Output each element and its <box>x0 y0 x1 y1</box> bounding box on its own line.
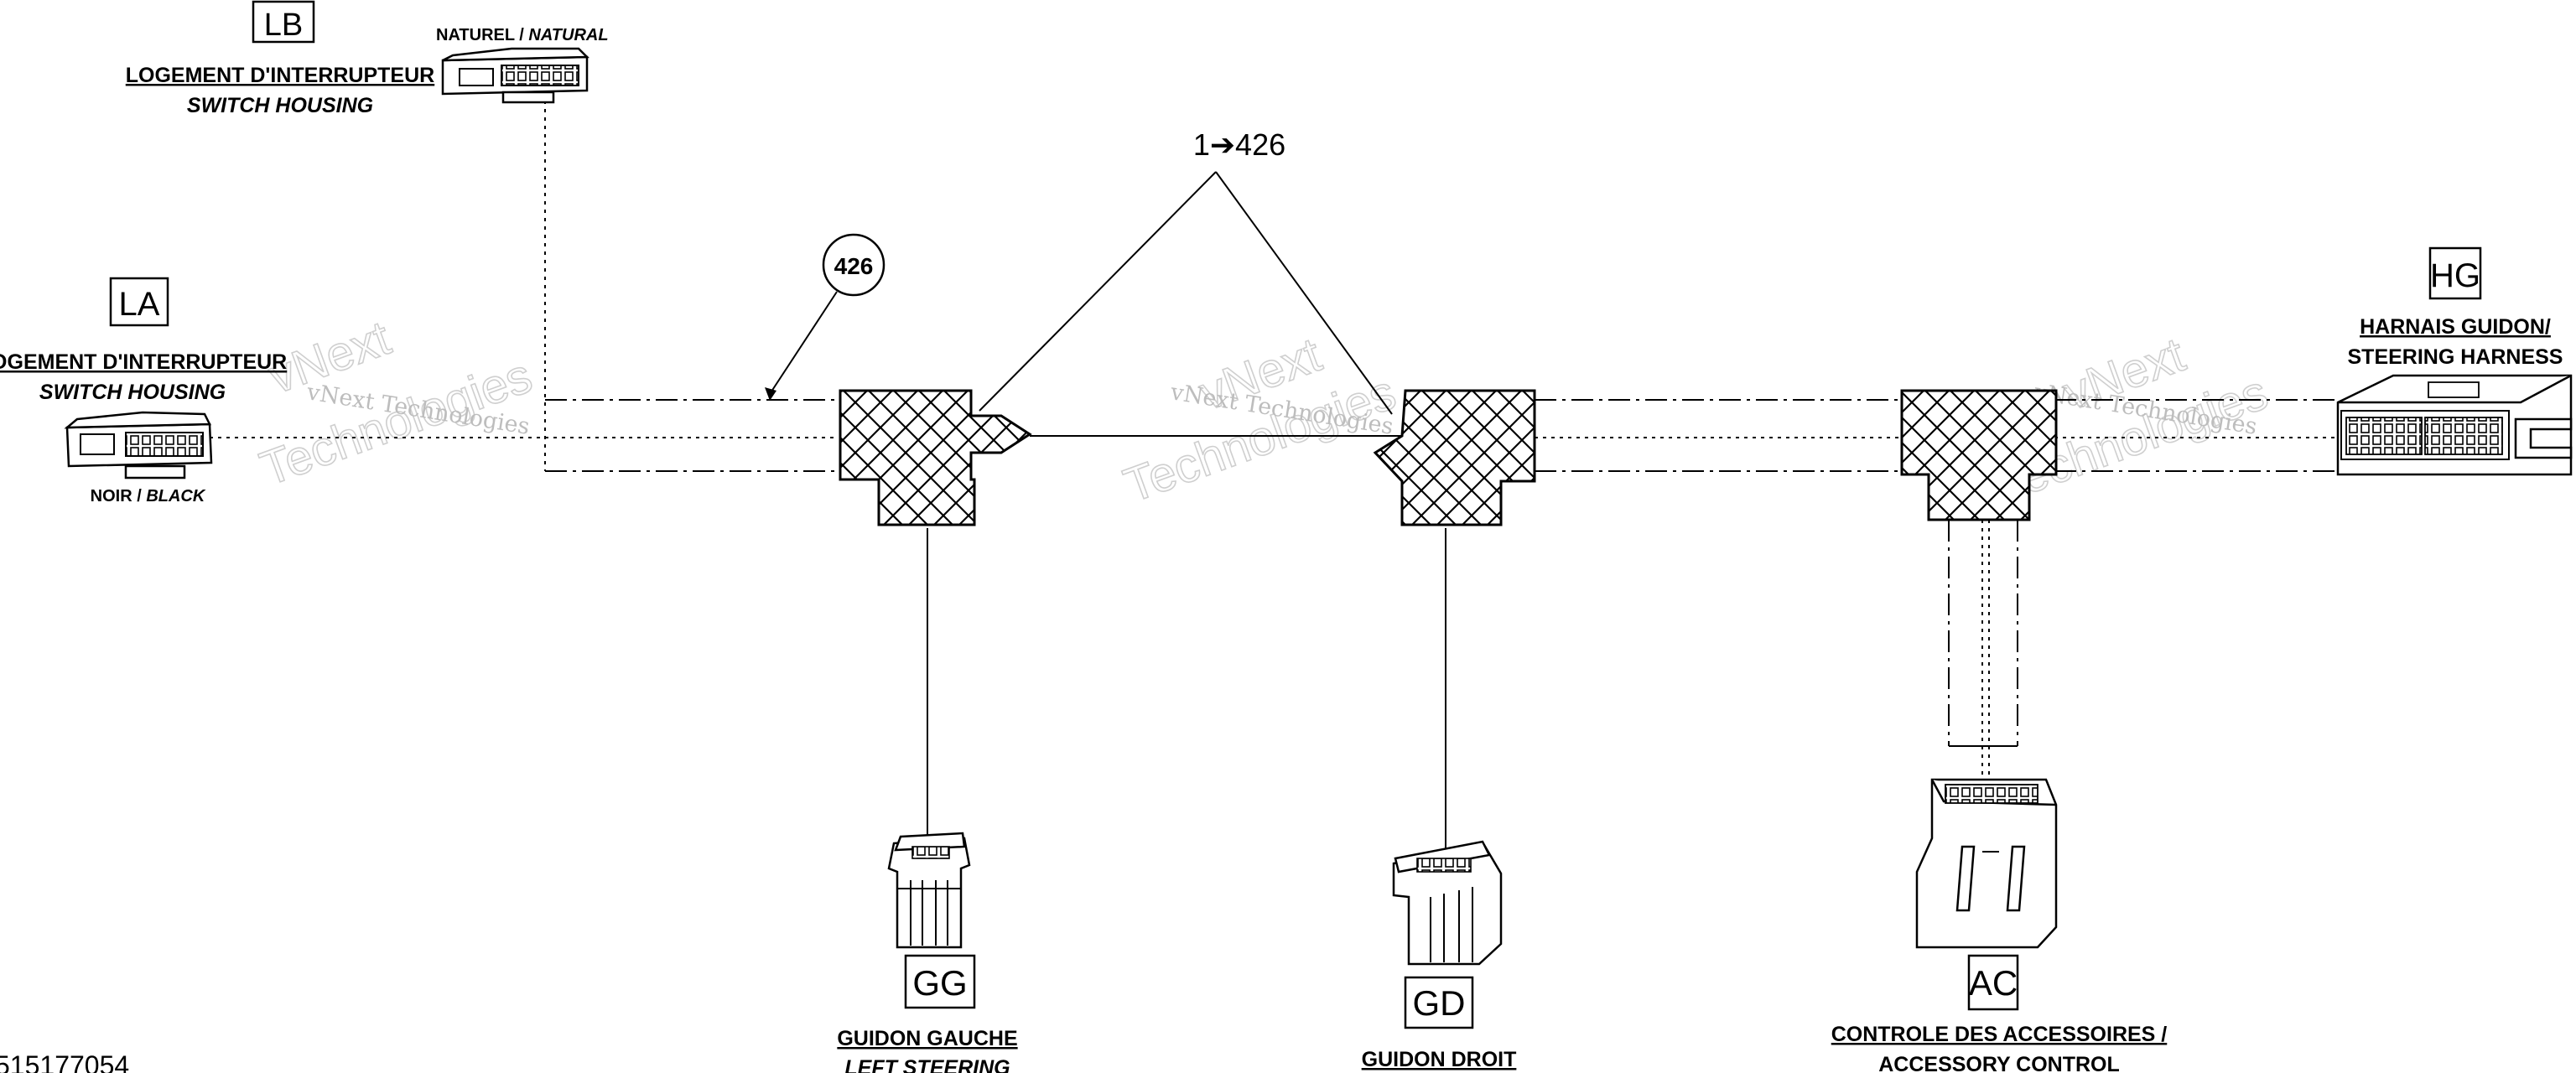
plug-lb-icon <box>441 47 589 104</box>
callout-range-text: 1➔426 <box>1193 127 1285 162</box>
connector-ac: AC CONTROLE DES ACCESSOIRES / ACCESSORY … <box>1831 778 2168 1073</box>
splice-right <box>1900 389 2058 521</box>
wires <box>201 101 2340 851</box>
name-fr-hg: HARNAIS GUIDON/ <box>2360 315 2551 339</box>
plug-la-icon <box>64 411 213 479</box>
callout-circle-shape <box>822 233 886 297</box>
code-box-hg <box>2428 246 2482 300</box>
code-lb: LB <box>264 8 303 43</box>
callout-arrow-icon <box>765 387 776 401</box>
code-box-ac <box>1967 954 2019 1011</box>
name-en-hg: STEERING HARNESS <box>2348 345 2563 369</box>
code-box-gd <box>1404 976 1474 1029</box>
name-en-la: SWITCH HOUSING <box>39 381 226 404</box>
name-fr-lb: LOGEMENT D'INTERRUPTEUR <box>126 64 434 87</box>
name-en-ac: ACCESSORY CONTROL <box>1878 1053 2120 1073</box>
plug-gd-icon <box>1392 840 1503 966</box>
splice-left <box>839 389 1032 526</box>
code-box-gg <box>904 954 976 1009</box>
name-en-gg: LEFT STEERING <box>844 1056 1010 1073</box>
plug-gg-icon <box>887 832 971 949</box>
splice-middle <box>1373 389 1536 526</box>
code-box-la <box>109 277 169 327</box>
callout-line-right <box>1215 171 1393 415</box>
connector-gd: GD GUIDON DROIT <box>1362 840 1517 1071</box>
connector-gg: GG GUIDON GAUCHE LEFT STEERING <box>837 832 1018 1073</box>
connector-la: LA LOGEMENT D'INTERRUPTEUR SWITCH HOUSIN… <box>0 277 287 505</box>
callout-circle-text: 426 <box>834 253 874 279</box>
connector-hg: HG HARNAIS GUIDON/ STEERING HARNESS <box>2336 246 2573 476</box>
code-la: LA <box>119 286 160 323</box>
name-en-lb: SWITCH HOUSING <box>187 94 373 117</box>
plug-ac-icon <box>1915 778 2058 949</box>
callout-range: 1➔426 <box>979 127 1393 415</box>
callout-line-left <box>979 171 1217 412</box>
color-la: NOIR / BLACK <box>91 487 206 505</box>
plug-hg-icon <box>2336 374 2573 476</box>
code-hg: HG <box>2430 257 2480 294</box>
name-fr-gd: GUIDON DROIT <box>1362 1048 1517 1071</box>
callout-circle: 426 <box>765 233 886 401</box>
callout-circle-leader <box>769 291 838 395</box>
code-gg: GG <box>912 963 967 1003</box>
name-fr-la: LOGEMENT D'INTERRUPTEUR <box>0 350 287 374</box>
name-fr-ac: CONTROLE DES ACCESSOIRES / <box>1831 1023 2168 1046</box>
code-gd: GD <box>1413 983 1466 1023</box>
part-number: 515177054 <box>0 1050 129 1073</box>
connector-lb: LB NATUREL / NATURAL LOGEMENT D'INTERRUP… <box>126 0 609 117</box>
color-lb: NATUREL / NATURAL <box>436 26 609 44</box>
name-fr-gg: GUIDON GAUCHE <box>837 1027 1017 1050</box>
code-box-lb <box>252 0 315 44</box>
code-ac: AC <box>1969 963 2018 1003</box>
